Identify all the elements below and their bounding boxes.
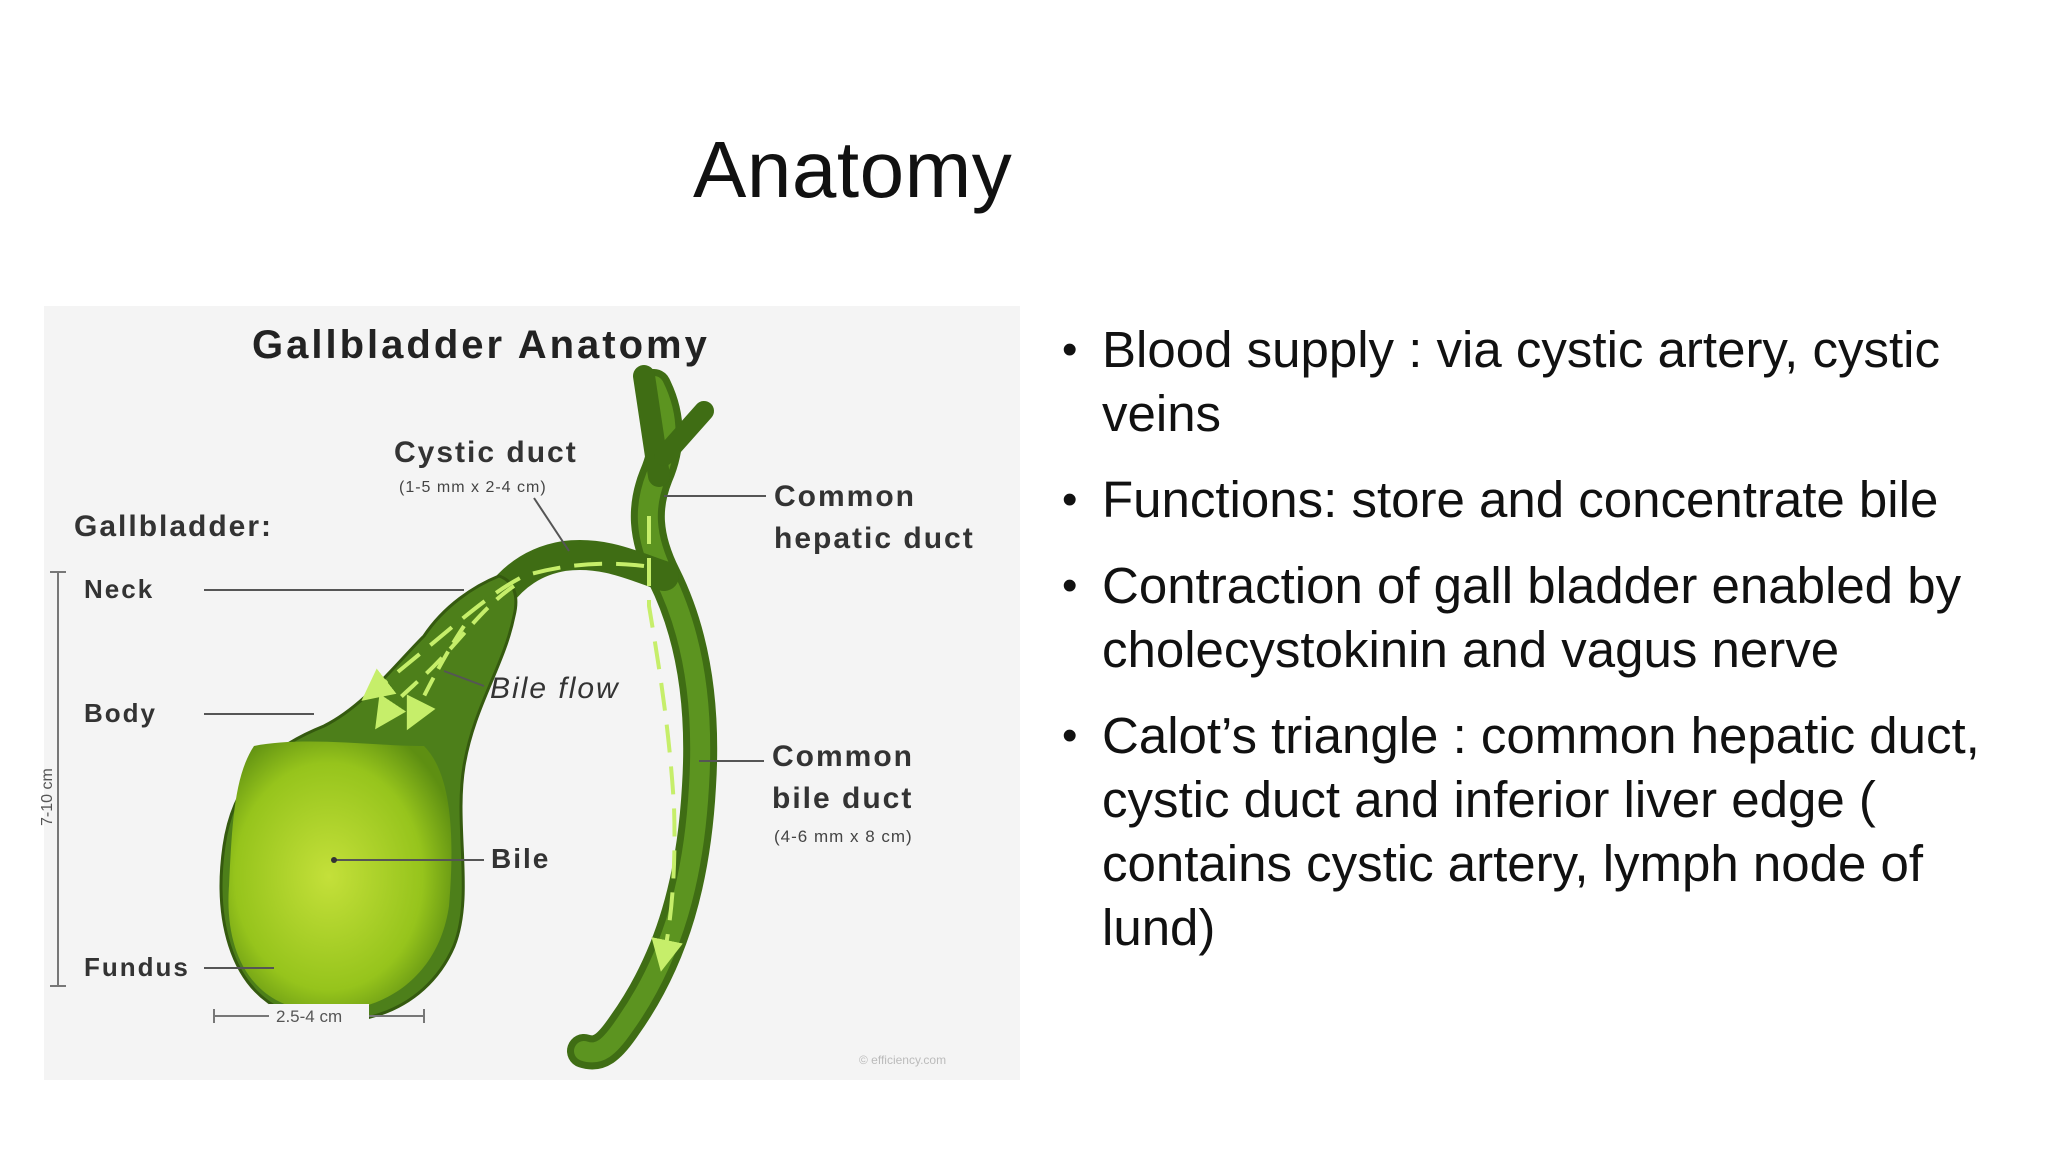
cystic-duct-leader [533,497,570,552]
length-label: 7-10 cm [39,768,56,826]
bullet-dot-icon: • [1062,475,1078,524]
cystic-duct-label: Cystic duct [394,436,578,469]
bullet-item: • Functions: store and concentrate bile [1058,468,1998,532]
slide-title: Anatomy [693,125,1013,214]
neck-label: Neck [84,574,154,604]
width-label: 2.5-4 cm [276,1007,342,1026]
bile-leader-dot [331,857,337,863]
bullet-text: Calot’s triangle : common hepatic duct, … [1102,707,1980,956]
bullet-list: • Blood supply : via cystic artery, cysti… [1058,318,1998,982]
cystic-duct-shape [484,540,679,611]
bile-shape [228,741,452,1012]
common-bile-label-2: bile duct [772,782,913,815]
bullet-item: • Contraction of gall bladder enabled by … [1058,554,1998,682]
bullet-text: Blood supply : via cystic artery, cystic… [1102,321,1940,442]
common-bile-size: (4-6 mm x 8 cm) [774,827,913,846]
bullet-text: Functions: store and concentrate bile [1102,471,1939,528]
common-hepatic-label-1: Common [774,480,916,513]
fundus-label: Fundus [84,952,190,982]
bullet-dot-icon: • [1062,325,1078,374]
bullet-item: • Blood supply : via cystic artery, cysti… [1058,318,1998,446]
diagram-heading: Gallbladder Anatomy [252,323,710,367]
bullet-text: Contraction of gall bladder enabled by c… [1102,557,1962,678]
gallbladder-label: Gallbladder: [74,510,273,543]
bile-flow-label: Bile flow [490,672,620,705]
common-hepatic-label-2: hepatic duct [774,522,975,555]
gallbladder-anatomy-diagram: Gallbladder Anatomy Gallbladder: Neck Bo… [39,306,1020,1080]
cystic-duct-size: (1-5 mm x 2-4 cm) [399,479,547,496]
bile-flow-leader [443,670,485,687]
bullet-dot-icon: • [1062,711,1078,760]
body-label: Body [84,698,157,728]
diagram-svg: Gallbladder Anatomy Gallbladder: Neck Bo… [39,323,975,1070]
bullet-item: • Calot’s triangle : common hepatic duct,… [1058,704,1998,960]
bullet-dot-icon: • [1062,561,1078,610]
common-bile-label-1: Common [772,740,914,773]
watermark: © efficiency.com [859,1053,946,1067]
bile-label: Bile [491,843,550,874]
